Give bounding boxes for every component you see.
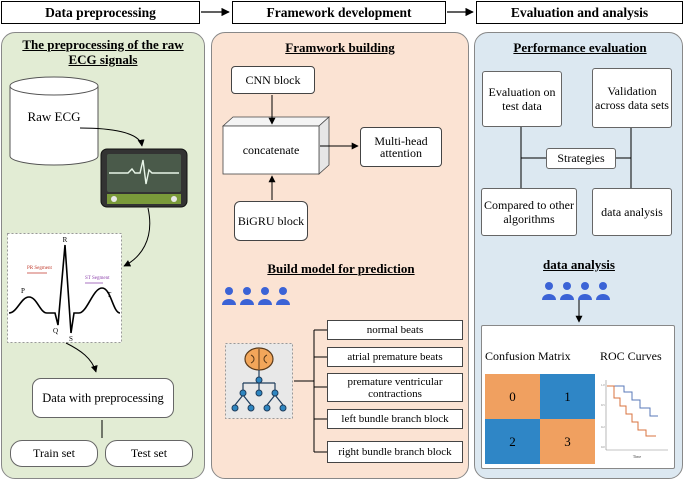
svg-text:0.5: 0.5	[601, 403, 605, 407]
class-left-bundle-branch-block: left bundle branch block	[327, 409, 463, 429]
class-right-bundle-branch-block: right bundle branch block	[327, 441, 463, 463]
validation-across-data-sets: Validation across data sets	[592, 68, 672, 128]
people-icon	[222, 287, 290, 305]
ecg-waveform: R P Q S T PR Segment ST Segment	[7, 233, 122, 343]
stage-evaluation-analysis: Evaluation and analysis	[476, 1, 683, 24]
confusion-matrix-label: Confusion Matrix	[485, 349, 571, 363]
data-with-preprocessing: Data with preprocessing	[32, 378, 174, 418]
concatenate-3d-box	[222, 116, 330, 175]
evaluation-title: Performance evaluation	[513, 40, 647, 55]
ecg-st-label: ST Segment	[85, 276, 110, 281]
svg-text:0.2: 0.2	[601, 425, 605, 429]
bigru-block: BiGRU block	[234, 201, 308, 241]
roc-x-label: Time	[633, 454, 642, 459]
cm-cell-0: 0	[485, 374, 540, 419]
cm-cell-1: 1	[540, 374, 595, 419]
raw-ecg-cylinder	[9, 76, 99, 166]
class-premature-ventricular-contractions: premature ventricular contractions	[327, 373, 463, 402]
neural-network-brain-icon	[225, 343, 293, 419]
train-set: Train set	[10, 440, 98, 467]
svg-text:1.0: 1.0	[601, 383, 605, 387]
stage-data-preprocessing: Data preprocessing	[1, 1, 200, 24]
roc-curves-label: ROC Curves	[600, 349, 662, 363]
compared-to-other-algorithms: Compared to other algorithms	[481, 188, 577, 236]
cm-cell-3: 3	[540, 419, 595, 464]
test-set: Test set	[105, 440, 193, 467]
data-analysis-box: data analysis	[592, 188, 672, 236]
cm-cell-2: 2	[485, 419, 540, 464]
preprocessing-title: The preprocessing of the raw ECG signals	[22, 37, 184, 67]
ecg-p-label: P	[21, 287, 25, 295]
left-arrows	[65, 127, 151, 438]
cnn-block: CNN block	[231, 66, 315, 94]
svg-text:0.0: 0.0	[601, 445, 605, 449]
class-atrial-premature-beats: atrial premature beats	[327, 347, 463, 367]
strategies-box: Strategies	[546, 148, 616, 169]
raw-ecg-label: Raw ECG	[27, 109, 81, 124]
ecg-q-label: Q	[53, 327, 58, 335]
people-icon-right	[542, 282, 610, 300]
concatenate-label: concatenate	[242, 142, 300, 157]
framework-title: Framwork building	[285, 40, 395, 55]
ecg-s-label: S	[69, 335, 73, 343]
build-model-title: Build model for prediction	[267, 261, 415, 276]
stage-framework-development: Framework development	[232, 1, 446, 24]
ecg-r-label: R	[63, 236, 68, 244]
ecg-t-label: T	[107, 291, 112, 299]
ecg-pr-label: PR Segment	[27, 266, 52, 271]
ecg-monitor-icon	[100, 148, 188, 208]
roc-curves-chart: 1.0 0.5 0.2 0.0 Time	[601, 380, 668, 459]
evaluation-on-test-data: Evaluation on test data	[482, 71, 562, 127]
data-analysis-title: data analysis	[543, 257, 615, 272]
multi-head-attention: Multi-head attention	[360, 127, 442, 167]
class-normal-beats: normal beats	[327, 320, 463, 340]
